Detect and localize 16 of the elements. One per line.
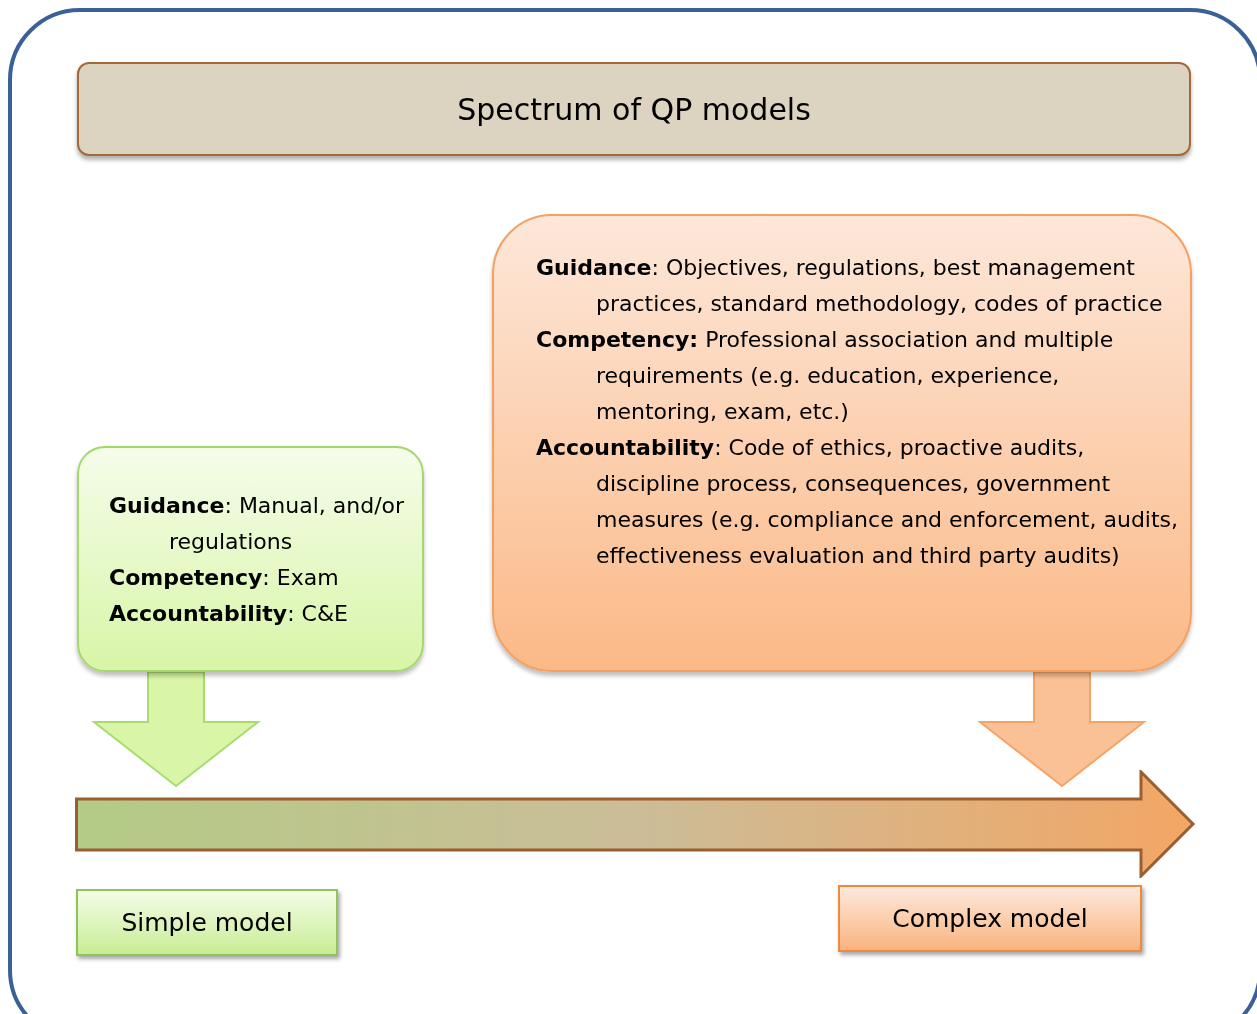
- criteria-text: Accountability: C&E: [109, 600, 349, 628]
- criteria-text: Guidance: Objectives, regulations, best management practices, standard methodology, codes of practice: [536, 254, 1164, 318]
- criteria-text: Competency: Exam: [109, 564, 340, 592]
- label-box: [76, 889, 338, 956]
- block-arrow: [91, 671, 261, 788]
- criteria-text: Guidance: Manual, and/or regulations: [109, 492, 406, 556]
- criteria-text: Accountability: Code of ethics, proactive audits, discipline process, consequences, government measures (e.g. compliance and enforcement, audits, effectiveness evaluation and third party audits): [536, 434, 1180, 570]
- title-text: Spectrum of QP models: [457, 91, 811, 127]
- complex-model-box: [492, 214, 1192, 672]
- block-arrow: [977, 671, 1147, 788]
- model-label: Complex model: [892, 904, 1088, 933]
- label-box: [838, 885, 1142, 952]
- simple-model-box: [77, 446, 424, 672]
- criteria-text: Competency: Professional association and multiple requirements (e.g. education, experience, mentoring, exam, etc.): [536, 326, 1115, 426]
- model-label: Simple model: [121, 908, 293, 937]
- title-box: [77, 62, 1191, 156]
